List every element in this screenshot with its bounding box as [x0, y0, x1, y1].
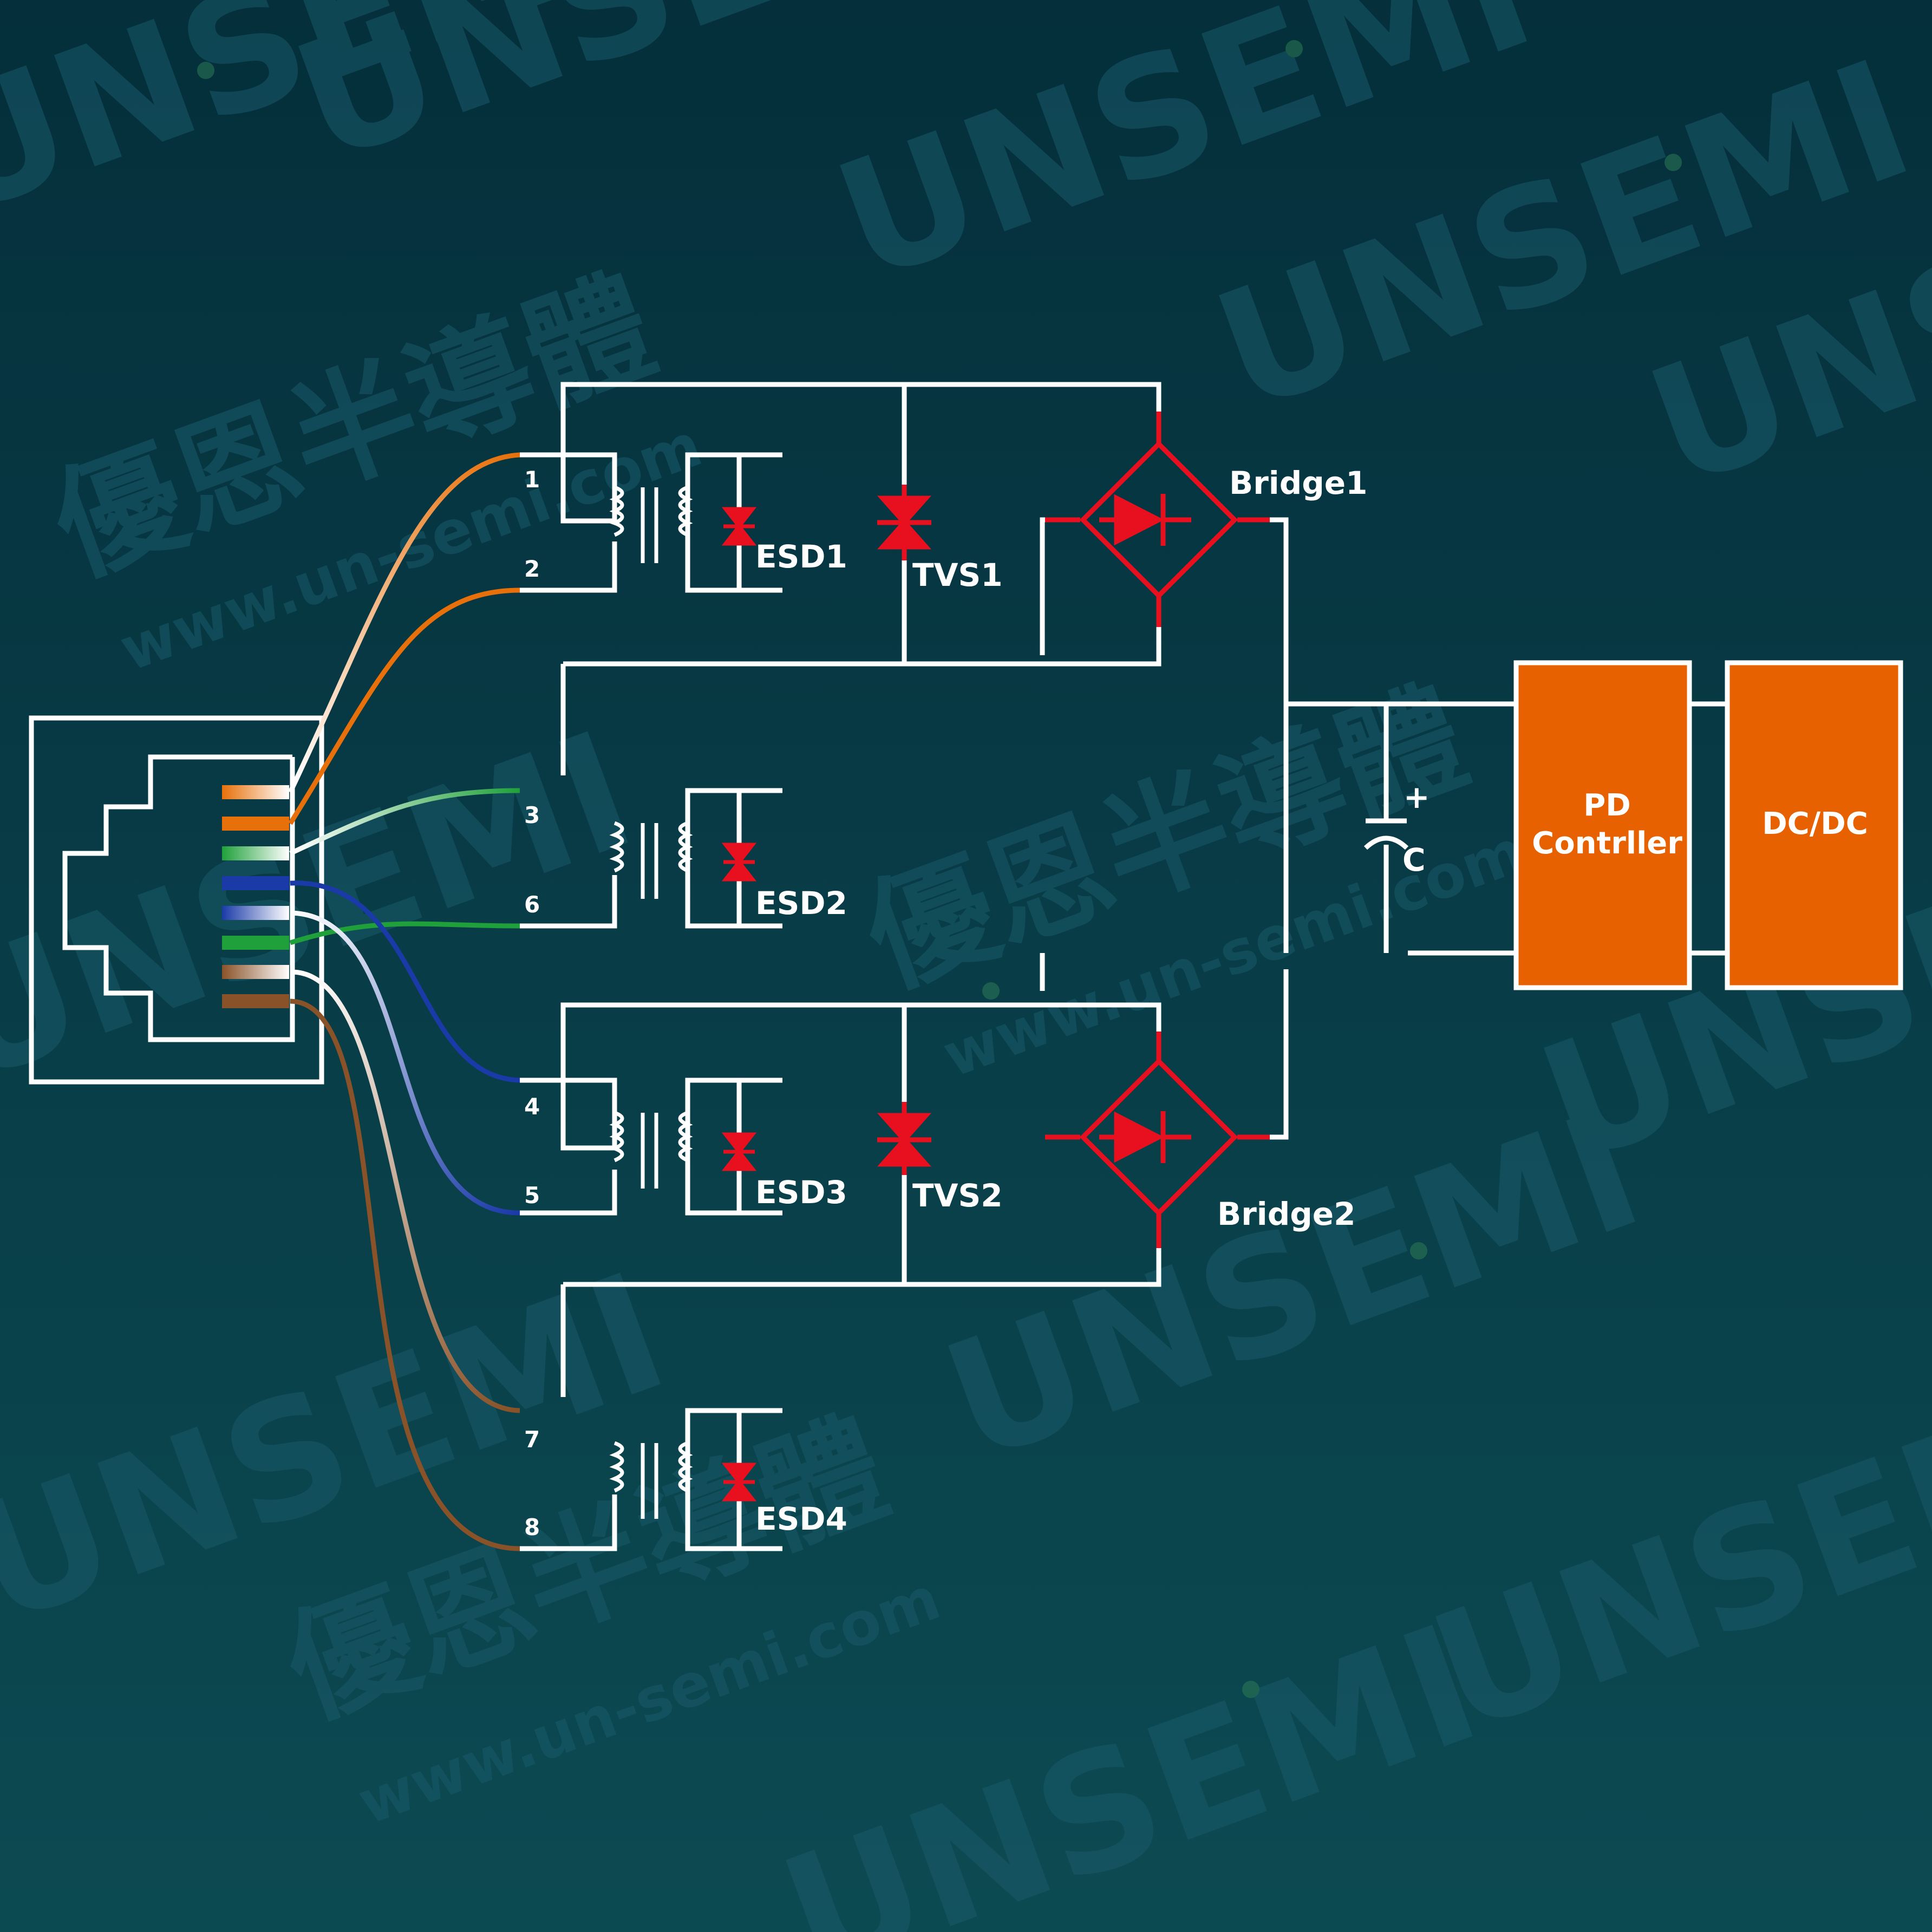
esd3-label: ESD3	[755, 1174, 847, 1211]
wire-pin4	[290, 880, 520, 1083]
esd1-diode	[721, 507, 757, 546]
pin3-green-white	[222, 846, 289, 860]
tvs-diodes	[877, 485, 932, 1175]
esd2-label: ESD2	[755, 885, 847, 922]
transformer-2	[609, 821, 693, 899]
esd1-label: ESD1	[755, 538, 847, 575]
wire-pin3	[289, 788, 520, 856]
capacitor-plus-label: +	[1404, 779, 1430, 815]
wire-pin8	[290, 998, 520, 1551]
pin-label-8: 8	[524, 1514, 540, 1541]
wire-pin1	[288, 452, 520, 793]
pin4-blue	[222, 876, 289, 890]
pin-label-5: 5	[524, 1182, 540, 1209]
pin-label-1: 1	[524, 466, 540, 493]
bridge1-label: Bridge1	[1229, 465, 1367, 501]
pin2-orange	[222, 817, 289, 831]
wire-pin7	[290, 969, 520, 1413]
bridge1	[1045, 412, 1270, 627]
dcdc-label: DC/DC	[1762, 806, 1868, 841]
pin8-brown	[222, 994, 289, 1008]
bridge2	[1045, 1032, 1270, 1248]
bridge-rectifiers	[1045, 412, 1270, 1248]
schematic-wires	[520, 382, 1727, 1551]
pd-controller-label-line2: Contrller	[1532, 826, 1682, 861]
cable-wires	[288, 452, 520, 1551]
transformers	[609, 485, 693, 1519]
esd4-label: ESD4	[755, 1500, 847, 1537]
pd-controller-label-line1: PD	[1583, 788, 1631, 823]
tvs1-label: TVS1	[912, 557, 1003, 593]
esd2-diode	[721, 843, 757, 882]
rj45-pins	[222, 785, 289, 1008]
tvs1-diode	[877, 485, 932, 560]
wire-pin5	[290, 910, 520, 1216]
transformer-3	[609, 1111, 693, 1189]
esd4-diode	[721, 1463, 757, 1502]
esd-diodes	[721, 507, 757, 1502]
pin-label-3: 3	[524, 802, 540, 828]
bridge2-label: Bridge2	[1217, 1196, 1355, 1232]
capacitor	[1363, 818, 1409, 850]
pin-label-2: 2	[524, 556, 540, 582]
pin7-brown-white	[222, 965, 289, 979]
pd-controller-block	[1513, 660, 1692, 990]
pin-label-4: 4	[524, 1093, 540, 1120]
esd3-diode	[721, 1132, 757, 1171]
wire-pin6	[289, 921, 520, 945]
pin1-orange-white	[222, 785, 289, 799]
pin6-green	[222, 936, 289, 950]
tvs2-diode	[877, 1102, 932, 1175]
pin-label-6: 6	[524, 891, 540, 918]
rj45-jack	[29, 715, 324, 1085]
pin-label-7: 7	[524, 1426, 540, 1453]
dcdc-block	[1725, 660, 1903, 990]
transformer-4	[609, 1441, 693, 1519]
pin5-blue-white	[222, 906, 289, 920]
transformer-1	[609, 485, 693, 563]
tvs2-label: TVS2	[912, 1177, 1003, 1214]
wire-pin2	[288, 588, 520, 825]
capacitor-label: C	[1402, 841, 1426, 878]
